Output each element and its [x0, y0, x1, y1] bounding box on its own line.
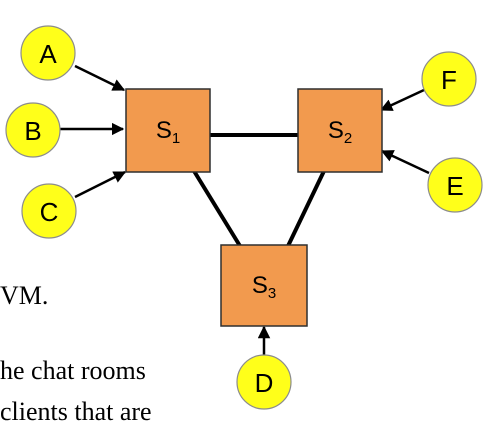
server-s3: S3	[220, 244, 308, 327]
server-s2: S2	[297, 88, 383, 173]
svg-text:S1: S1	[156, 117, 180, 147]
svg-text:S3: S3	[252, 272, 276, 302]
arrow-c-to-s1	[74, 170, 127, 199]
client-e: E	[427, 157, 483, 213]
svg-text:C: C	[40, 197, 59, 227]
background-text-vm: VM.	[0, 281, 49, 310]
client-a: A	[20, 25, 76, 81]
background-text-chat-rooms: he chat rooms	[0, 356, 146, 385]
svg-text:B: B	[24, 116, 41, 146]
link-s1-s3	[192, 169, 242, 248]
svg-text:A: A	[39, 39, 57, 69]
arrow-f-to-s2	[379, 88, 425, 112]
server-s1: S1	[125, 88, 211, 173]
client-b: B	[5, 102, 61, 158]
link-s2-s3	[286, 170, 326, 247]
svg-text:E: E	[446, 171, 463, 201]
svg-text:S2: S2	[328, 117, 352, 147]
svg-text:F: F	[441, 65, 457, 95]
client-f: F	[421, 51, 477, 107]
arrow-e-to-s2	[380, 149, 430, 175]
arrow-a-to-s1	[74, 64, 126, 92]
client-c: C	[21, 183, 77, 239]
svg-text:D: D	[255, 368, 274, 398]
background-text-clients: clients that are	[0, 397, 152, 426]
client-d: D	[236, 354, 292, 410]
